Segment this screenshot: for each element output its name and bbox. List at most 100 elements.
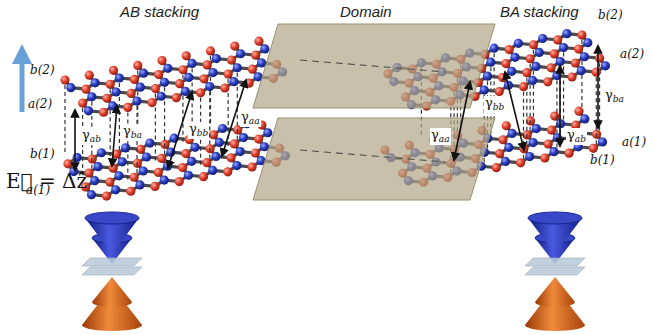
carbon-atom <box>127 89 136 98</box>
carbon-atom <box>239 133 248 142</box>
hopping-arrow <box>454 82 470 160</box>
carbon-atom <box>519 82 528 91</box>
carbon-atom <box>498 135 507 144</box>
carbon-atom <box>132 97 141 106</box>
carbon-atom <box>505 45 514 54</box>
dirac-cone <box>528 212 582 224</box>
carbon-atom <box>203 60 212 69</box>
interlayer-dashed-line <box>64 85 65 155</box>
carbon-atom <box>540 153 549 162</box>
carbon-atom <box>263 128 272 137</box>
carbon-atom <box>118 157 127 166</box>
carbon-atom <box>547 125 556 134</box>
carbon-atom <box>175 79 184 88</box>
carbon-atom <box>190 143 199 152</box>
carbon-atom <box>490 44 499 53</box>
carbon-atom <box>577 66 586 75</box>
energy-plane <box>82 267 142 275</box>
carbon-atom <box>592 68 601 77</box>
carbon-atom <box>151 84 160 93</box>
dirac-cone <box>535 277 575 307</box>
hopping-label: γba <box>604 88 625 105</box>
carbon-atom <box>502 121 511 130</box>
carbon-atom <box>208 166 217 175</box>
carbon-atom <box>178 65 187 74</box>
carbon-atom <box>157 92 166 101</box>
carbon-atom <box>492 163 501 172</box>
carbon-atom <box>163 162 172 171</box>
carbon-atom <box>84 106 93 115</box>
sublattice-label: b(2) <box>30 64 55 77</box>
dirac-cone <box>92 277 132 307</box>
sublattice-label: a(1) <box>622 136 646 149</box>
carbon-atom <box>556 57 565 66</box>
carbon-atom <box>91 78 100 87</box>
carbon-atom <box>483 72 492 81</box>
carbon-atom <box>99 108 108 117</box>
carbon-atom <box>549 147 558 156</box>
carbon-atom <box>182 51 191 60</box>
hopping-arrow <box>112 106 117 166</box>
carbon-atom <box>531 62 540 71</box>
carbon-atom <box>181 87 190 96</box>
carbon-atom <box>562 29 571 38</box>
carbon-atom <box>501 157 510 166</box>
carbon-atom <box>567 72 576 81</box>
carbon-atom <box>136 83 145 92</box>
carbon-atom <box>187 157 196 166</box>
carbon-atom <box>85 71 94 80</box>
sublattice-label: a(2) <box>28 98 52 111</box>
carbon-atom <box>163 64 172 73</box>
carbon-atom <box>532 124 541 133</box>
carbon-atom <box>175 177 184 186</box>
carbon-atom <box>154 70 163 79</box>
region-title: Domain <box>340 4 392 21</box>
carbon-atom <box>206 46 215 55</box>
carbon-atom <box>577 30 586 39</box>
carbon-atom <box>199 172 208 181</box>
carbon-atom <box>129 173 138 182</box>
carbon-atom <box>154 168 163 177</box>
carbon-atom <box>211 152 220 161</box>
carbon-atom <box>90 176 99 185</box>
carbon-atom <box>172 93 181 102</box>
carbon-atom <box>543 77 552 86</box>
carbon-atom <box>147 98 156 107</box>
carbon-atom <box>93 162 102 171</box>
carbon-atom <box>202 158 211 167</box>
carbon-atom <box>160 176 169 185</box>
carbon-atom <box>529 40 538 49</box>
carbon-atom <box>123 103 132 112</box>
carbon-atom <box>184 171 193 180</box>
hopping-arrow <box>597 46 599 128</box>
energy-plane <box>82 258 142 266</box>
carbon-atom <box>196 88 205 97</box>
sublattice-label: b(2) <box>598 9 623 22</box>
carbon-atom <box>66 83 75 92</box>
interlayer-dashed-line <box>127 112 128 182</box>
hopping-arrow <box>505 72 524 150</box>
carbon-atom <box>145 138 154 147</box>
carbon-atom <box>208 68 217 77</box>
hopping-label: γbb <box>188 122 209 139</box>
carbon-atom <box>254 134 263 143</box>
carbon-atom <box>224 69 233 78</box>
carbon-atom <box>535 48 544 57</box>
carbon-atom <box>544 139 553 148</box>
carbon-atom <box>212 54 221 63</box>
carbon-atom <box>526 54 535 63</box>
carbon-atom <box>63 159 72 168</box>
carbon-atom <box>583 38 592 47</box>
carbon-atom <box>248 65 257 74</box>
carbon-atom <box>115 73 124 82</box>
carbon-atom <box>105 178 114 187</box>
hopping-label: γaa <box>430 128 451 145</box>
energy-plane <box>525 258 585 266</box>
carbon-atom <box>205 82 214 91</box>
carbon-atom <box>260 44 269 53</box>
carbon-atom <box>142 152 151 161</box>
carbon-atom <box>251 51 260 60</box>
